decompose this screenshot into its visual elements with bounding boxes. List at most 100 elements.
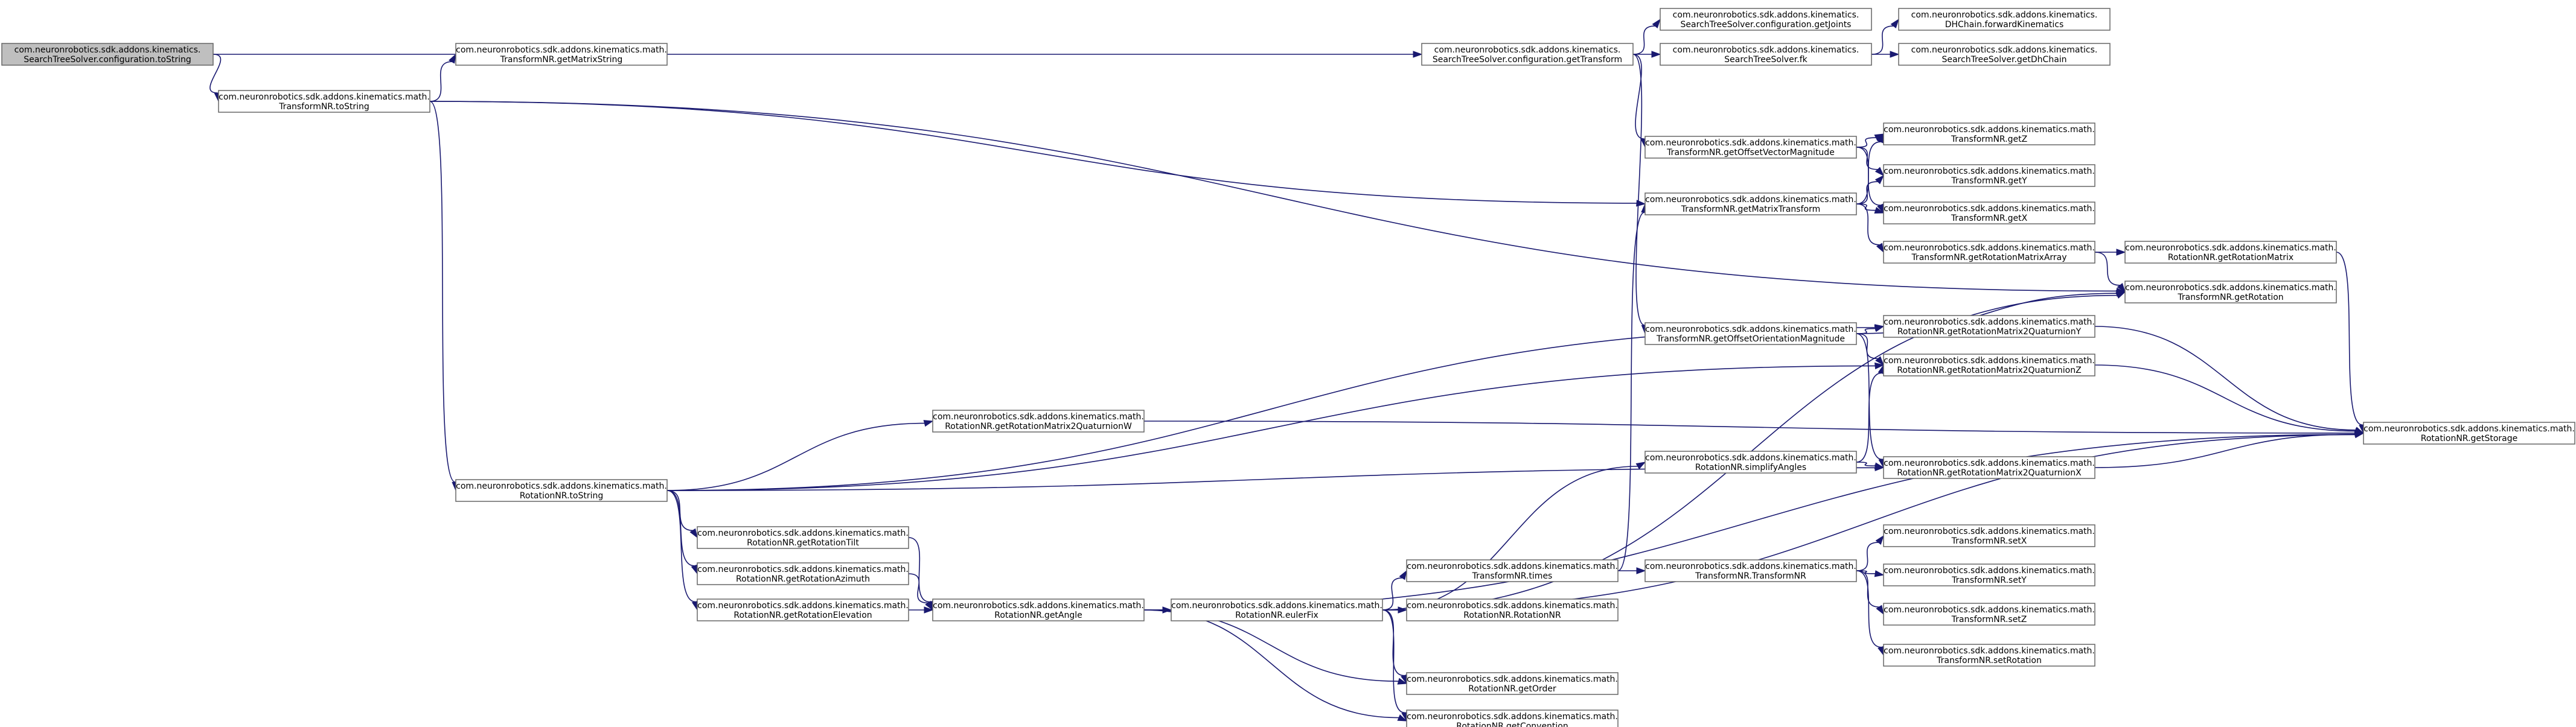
node-tnr_setx[interactable]: com.neuronrobotics.sdk.addons.kinematics… — [1883, 524, 2095, 547]
node-rnr_getrotationmatrix[interactable]: com.neuronrobotics.sdk.addons.kinematics… — [2124, 241, 2337, 264]
arrowhead-icon — [1875, 535, 1884, 545]
node-box — [1898, 43, 2111, 66]
edge-tnr_tostring-to-tnr_getmatrixstring — [429, 53, 456, 102]
edge-line — [1871, 25, 1894, 55]
node-tnr_getrotation[interactable]: com.neuronrobotics.sdk.addons.kinematics… — [2124, 281, 2337, 303]
node-label-line1: com.neuronrobotics.sdk.addons.kinematics… — [2125, 283, 2336, 293]
node-rnr_getq2y[interactable]: com.neuronrobotics.sdk.addons.kinematics… — [1883, 315, 2095, 338]
node-tnr_tostring[interactable]: com.neuronrobotics.sdk.addons.kinematics… — [218, 90, 430, 113]
arrowhead-icon — [924, 606, 934, 614]
node-rnr_getelevation[interactable]: com.neuronrobotics.sdk.addons.kinematics… — [697, 598, 909, 621]
node-tnr_times[interactable]: com.neuronrobotics.sdk.addons.kinematics… — [1406, 559, 1619, 582]
node-label-line1: com.neuronrobotics.sdk.addons.kinematics… — [1407, 675, 1618, 684]
node-tnr_getmatrixtransform[interactable]: com.neuronrobotics.sdk.addons.kinematics… — [1644, 192, 1857, 215]
node-box — [697, 562, 909, 585]
node-rnr_getazimuth[interactable]: com.neuronrobotics.sdk.addons.kinematics… — [697, 562, 909, 585]
node-rnr_getstorage[interactable]: com.neuronrobotics.sdk.addons.kinematics… — [2363, 422, 2575, 445]
node-tnr_setz[interactable]: com.neuronrobotics.sdk.addons.kinematics… — [1883, 603, 2095, 626]
node-box — [218, 90, 430, 113]
node-tnr_getx[interactable]: com.neuronrobotics.sdk.addons.kinematics… — [1883, 202, 2095, 224]
arrowhead-icon — [1399, 570, 1407, 580]
node-label-line1: com.neuronrobotics.sdk.addons.kinematics… — [1645, 453, 1856, 463]
node-label-line2: RotationNR.toString — [520, 491, 604, 501]
edge-rnr_eulerfix-to-tnr_times — [1382, 570, 1407, 611]
node-rnr_getq2z[interactable]: com.neuronrobotics.sdk.addons.kinematics… — [1883, 354, 2095, 376]
edge-line — [1856, 542, 1879, 571]
node-label-line2: SearchTreeSolver.getDhChain — [1942, 55, 2066, 65]
node-root[interactable]: com.neuronrobotics.sdk.addons.kinematics… — [1, 43, 214, 66]
node-label-line1: com.neuronrobotics.sdk.addons.kinematics… — [1884, 204, 2095, 214]
edge-line — [1856, 203, 1876, 211]
node-label-line2: TransformNR.setX — [1951, 536, 2027, 546]
node-label-line1: com.neuronrobotics.sdk.addons.kinematics… — [1884, 646, 2095, 656]
edge-tnr_transformnr-to-tnr_setrotation — [1856, 570, 1884, 656]
node-rnr_eulerfix[interactable]: com.neuronrobotics.sdk.addons.kinematics… — [1171, 598, 1383, 621]
edge-tnr_tostring-to-rnr_tostring — [429, 101, 459, 492]
edge-rnr_getq2z-to-rnr_getstorage — [2094, 364, 2365, 434]
node-label-line1: com.neuronrobotics.sdk.addons.kinematics… — [1884, 459, 2095, 468]
node-box — [932, 598, 1145, 621]
edge-line — [1382, 609, 1405, 714]
node-label-line2: TransformNR.setRotation — [1936, 656, 2042, 665]
edge-rnr_getrotationmatrix-to-rnr_getstorage — [2336, 252, 2366, 434]
node-tnr_getrotmatarray[interactable]: com.neuronrobotics.sdk.addons.kinematics… — [1883, 241, 2095, 264]
node-rnr_getq2w[interactable]: com.neuronrobotics.sdk.addons.kinematics… — [932, 410, 1145, 433]
node-box — [1883, 202, 2095, 224]
edge-line — [1856, 570, 1876, 574]
arrowhead-icon — [2117, 282, 2126, 293]
edge-root-to-sts_gettransform — [213, 51, 1423, 58]
node-box — [1883, 354, 2095, 376]
node-tnr_getmatrixstring[interactable]: com.neuronrobotics.sdk.addons.kinematics… — [455, 43, 668, 66]
node-label-line2: TransformNR.getRotation — [2177, 293, 2283, 302]
node-rnr_tostring[interactable]: com.neuronrobotics.sdk.addons.kinematics… — [455, 479, 668, 502]
node-tnr_sety[interactable]: com.neuronrobotics.sdk.addons.kinematics… — [1883, 564, 2095, 586]
node-box — [1406, 598, 1619, 621]
arrowhead-icon — [1874, 167, 1885, 177]
edge-rnr_getq2x-to-rnr_getstorage — [2094, 431, 2365, 468]
edge-line — [1856, 328, 1876, 334]
arrowhead-icon — [1874, 570, 1885, 577]
node-label-line2: TransformNR.getMatrixTransform — [1681, 205, 1821, 214]
node-tnr_setrotation[interactable]: com.neuronrobotics.sdk.addons.kinematics… — [1883, 644, 2095, 667]
edge-line — [666, 490, 695, 603]
node-box — [1406, 559, 1619, 582]
edge-tnr_tostring-to-tnr_getmatrixtransform — [429, 101, 1646, 207]
node-dh_forward[interactable]: com.neuronrobotics.sdk.addons.kinematics… — [1898, 8, 2111, 31]
node-sts_getjoints[interactable]: com.neuronrobotics.sdk.addons.kinematics… — [1660, 8, 1872, 31]
node-label-line2: TransformNR.getX — [1951, 214, 2028, 223]
node-label-line1: com.neuronrobotics.sdk.addons.kinematics… — [456, 481, 667, 491]
node-box — [1644, 322, 1857, 345]
node-box — [1660, 43, 1872, 66]
arrowhead-icon — [1651, 51, 1661, 58]
edge-line — [1856, 570, 1881, 648]
node-tnr_transformnr[interactable]: com.neuronrobotics.sdk.addons.kinematics… — [1644, 559, 1857, 582]
node-sts_gettransform[interactable]: com.neuronrobotics.sdk.addons.kinematics… — [1421, 43, 1634, 66]
arrowhead-icon — [691, 564, 698, 575]
edge-line — [1856, 137, 1876, 148]
node-rnr_rotationnr[interactable]: com.neuronrobotics.sdk.addons.kinematics… — [1406, 598, 1619, 621]
edge-line — [1382, 577, 1402, 611]
node-label-line1: com.neuronrobotics.sdk.addons.kinematics… — [1407, 601, 1618, 611]
node-tnr_getoffsetorientation[interactable]: com.neuronrobotics.sdk.addons.kinematics… — [1644, 322, 1857, 345]
node-label-line2: RotationNR.getAngle — [994, 611, 1082, 620]
node-box — [1644, 136, 1857, 159]
node-rnr_getorder[interactable]: com.neuronrobotics.sdk.addons.kinematics… — [1406, 672, 1619, 695]
node-sts_getdhchain[interactable]: com.neuronrobotics.sdk.addons.kinematics… — [1898, 43, 2111, 66]
node-tnr_gety[interactable]: com.neuronrobotics.sdk.addons.kinematics… — [1883, 164, 2095, 187]
node-label-line1: com.neuronrobotics.sdk.addons.kinematics… — [14, 45, 201, 55]
arrowhead-icon — [1876, 243, 1884, 253]
node-tnr_getz[interactable]: com.neuronrobotics.sdk.addons.kinematics… — [1883, 122, 2095, 145]
node-label-line2: RotationNR.getRotationTilt — [747, 538, 859, 548]
edge-rnr_tostring-to-rnr_gettilt — [666, 490, 698, 539]
node-tnr_getoffsetvector[interactable]: com.neuronrobotics.sdk.addons.kinematics… — [1644, 136, 1857, 159]
node-label-line2: RotationNR.getConvention — [1456, 722, 1568, 727]
node-rnr_simplifyangles[interactable]: com.neuronrobotics.sdk.addons.kinematics… — [1644, 451, 1857, 474]
node-rnr_gettilt[interactable]: com.neuronrobotics.sdk.addons.kinematics… — [697, 526, 909, 549]
edge-tnr_getmatrixtransform-to-tnr_getz — [1856, 133, 1884, 205]
node-rnr_getconvention[interactable]: com.neuronrobotics.sdk.addons.kinematics… — [1406, 710, 1619, 727]
node-label-line1: com.neuronrobotics.sdk.addons.kinematics… — [1407, 712, 1618, 722]
node-rnr_getq2x[interactable]: com.neuronrobotics.sdk.addons.kinematics… — [1883, 456, 2095, 479]
node-rnr_getangle[interactable]: com.neuronrobotics.sdk.addons.kinematics… — [932, 598, 1145, 621]
node-sts_fk[interactable]: com.neuronrobotics.sdk.addons.kinematics… — [1660, 43, 1872, 66]
